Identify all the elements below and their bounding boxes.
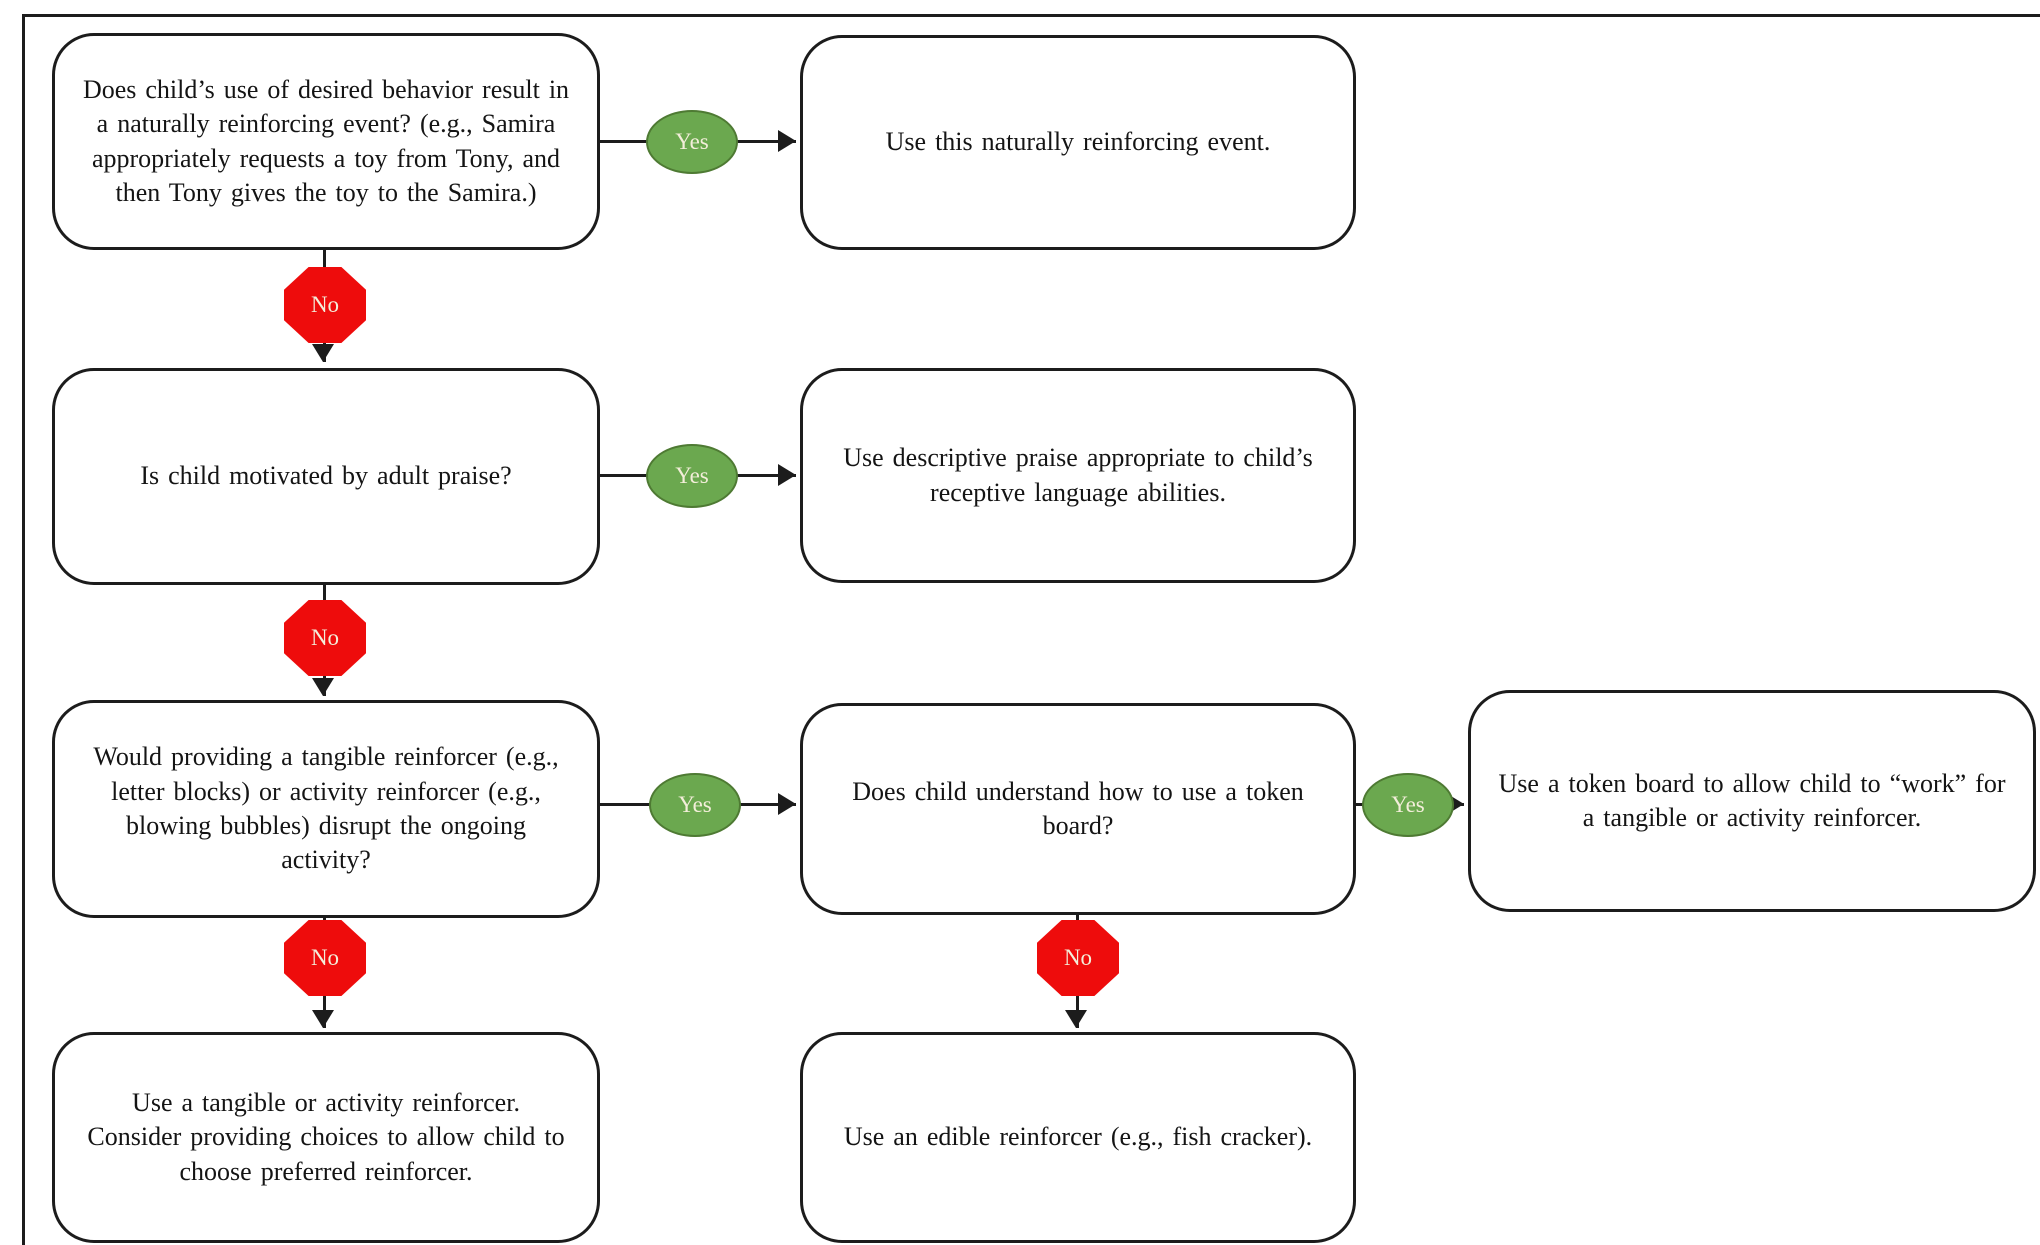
question-box-token-board: Does child understand how to use a token… xyxy=(800,703,1356,915)
arrowhead-to-r-natural xyxy=(778,130,796,152)
result-box-edible: Use an edible reinforcer (e.g., fish cra… xyxy=(800,1032,1356,1243)
arrowhead-to-r-tangible xyxy=(312,1010,334,1028)
result-box-descriptive-praise: Use descriptive praise appropriate to ch… xyxy=(800,368,1356,583)
result-text: Use an edible reinforcer (e.g., fish cra… xyxy=(843,1122,1313,1152)
result-text: Use a token board to allow child to “wor… xyxy=(1498,768,2006,832)
arrowhead-to-q-tangible xyxy=(312,678,334,696)
question-box-natural-reinforcement: Does child’s use of desired behavior res… xyxy=(52,33,600,250)
result-text: Use this naturally reinforcing event. xyxy=(885,127,1271,157)
no-label: No xyxy=(310,625,340,650)
yes-label: Yes xyxy=(675,129,709,154)
no-label: No xyxy=(310,945,340,970)
yes-badge-tangible: Yes xyxy=(649,773,741,837)
question-text: Does child’s use of desired behavior res… xyxy=(82,74,570,207)
yes-badge-natural: Yes xyxy=(646,110,738,174)
yes-label: Yes xyxy=(675,463,709,488)
question-text: Is child motivated by adult praise? xyxy=(140,461,512,491)
result-text: Use descriptive praise appropriate to ch… xyxy=(843,443,1313,507)
arrowhead-to-q-praise xyxy=(312,344,334,362)
no-label: No xyxy=(310,292,340,317)
yes-badge-praise: Yes xyxy=(646,444,738,508)
arrowhead-to-r-edible xyxy=(1065,1010,1087,1028)
yes-badge-token: Yes xyxy=(1362,773,1454,837)
no-badge-natural: No xyxy=(284,267,366,343)
result-box-tangible-activity: Use a tangible or activity reinforcer. C… xyxy=(52,1032,600,1243)
result-box-token-board: Use a token board to allow child to “wor… xyxy=(1468,690,2036,912)
no-badge-praise: No xyxy=(284,600,366,676)
arrowhead-to-r-praise xyxy=(778,464,796,486)
page-frame xyxy=(22,14,2040,1245)
arrowhead-to-q-token xyxy=(778,793,796,815)
yes-label: Yes xyxy=(1391,792,1425,817)
question-text: Would providing a tangible reinforcer (e… xyxy=(93,742,559,875)
result-box-natural-event: Use this naturally reinforcing event. xyxy=(800,35,1356,250)
no-label: No xyxy=(1063,945,1093,970)
no-badge-token: No xyxy=(1037,920,1119,996)
no-badge-tangible: No xyxy=(284,920,366,996)
result-text: Use a tangible or activity reinforcer. C… xyxy=(87,1088,565,1186)
question-text: Does child understand how to use a token… xyxy=(852,776,1304,840)
question-box-tangible-disrupt: Would providing a tangible reinforcer (e… xyxy=(52,700,600,918)
yes-label: Yes xyxy=(678,792,712,817)
question-box-adult-praise: Is child motivated by adult praise? xyxy=(52,368,600,585)
